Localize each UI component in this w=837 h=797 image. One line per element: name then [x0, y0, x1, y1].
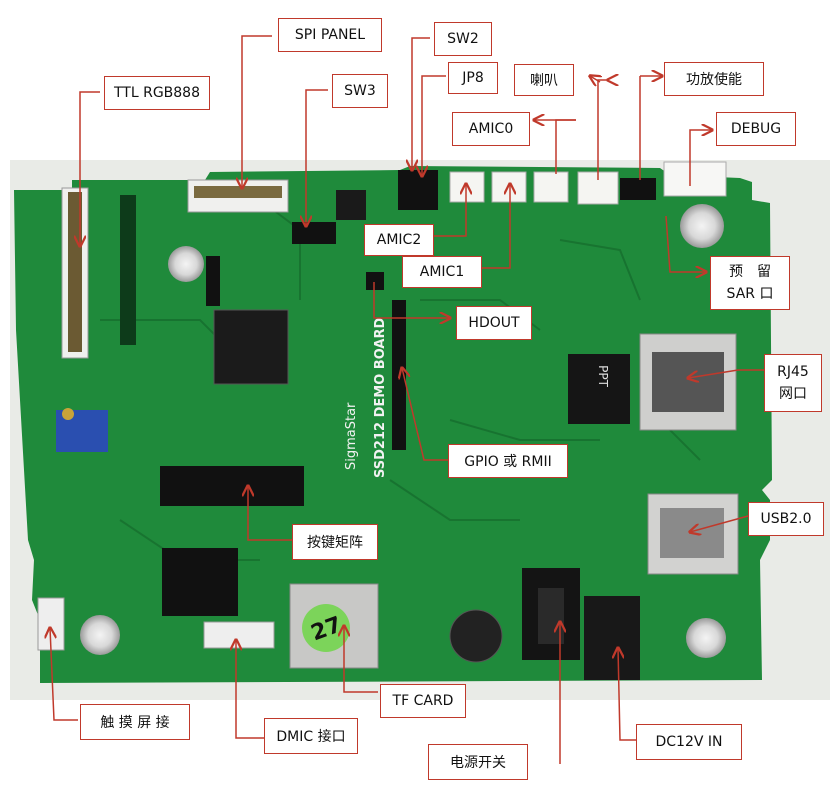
label-tf-card: TF CARD — [380, 684, 466, 718]
mounting-hole — [680, 204, 724, 248]
label-text: TF CARD — [392, 693, 454, 709]
small-ic — [336, 190, 366, 220]
sw3-jumper — [292, 222, 336, 244]
label-text: JP8 — [462, 70, 484, 86]
pin-header-block — [162, 548, 238, 616]
amic1-connector — [491, 171, 527, 203]
dc12v-jack — [584, 596, 640, 680]
label-text: 喇叭 — [530, 73, 558, 89]
label-speaker: 喇叭 — [514, 64, 574, 96]
mounting-hole — [686, 618, 726, 658]
silkscreen-brand: SigmaStar — [344, 402, 359, 470]
label-sw3: SW3 — [332, 74, 388, 108]
label-text: SPI PANEL — [294, 27, 366, 43]
label-text-line1: RJ45 — [777, 364, 809, 380]
label-sw2: SW2 — [434, 22, 492, 56]
label-text: TTL RGB888 — [113, 85, 200, 101]
transformer-marking: PPT — [596, 365, 610, 387]
label-text: SW3 — [344, 83, 376, 99]
label-text: DEBUG — [730, 121, 782, 137]
tf-card-sticker — [302, 604, 350, 652]
label-dc12v: DC12V IN — [636, 724, 742, 760]
amic2-connector — [449, 171, 485, 203]
ttl-connector-pins — [68, 192, 82, 352]
label-ttl-rgb888: TTL RGB888 — [104, 76, 210, 110]
label-text: DC12V IN — [655, 734, 723, 750]
label-touch-screen: 触 摸 屏 接 — [80, 704, 190, 740]
label-text: SW2 — [447, 31, 479, 47]
label-jp8: JP8 — [448, 62, 498, 94]
label-text-line2: SAR 口 — [726, 286, 774, 302]
label-hdout: HDOUT — [456, 306, 532, 340]
label-text: AMIC2 — [376, 232, 422, 248]
silkscreen-board-name: SSD212 DEMO BOARD — [373, 318, 388, 478]
amp-enable-jumper — [620, 178, 656, 200]
label-spi-panel: SPI PANEL — [278, 18, 382, 52]
trimmer-screw — [62, 408, 74, 420]
debug-connector — [663, 161, 727, 197]
key-matrix-header — [160, 466, 304, 506]
annotation-arrows — [50, 35, 764, 764]
ethernet-transformer — [568, 354, 630, 424]
label-text: DMIC 接口 — [276, 729, 346, 745]
label-debug: DEBUG — [716, 112, 796, 146]
usb-port-opening — [660, 508, 724, 558]
label-amic2: AMIC2 — [364, 224, 434, 256]
label-text-line2: 网口 — [779, 386, 807, 402]
label-text: AMIC0 — [468, 121, 514, 137]
dmic-connector — [203, 621, 275, 649]
label-text-line1: 预 留 — [729, 264, 771, 280]
label-text: 电源开关 — [450, 755, 506, 771]
label-amic1: AMIC1 — [402, 256, 482, 288]
label-text: 按键矩阵 — [307, 535, 363, 551]
rj45-opening — [652, 352, 724, 412]
label-amp-enable: 功放使能 — [664, 62, 764, 96]
pin-header — [206, 256, 220, 306]
ssd212-soc — [213, 309, 289, 385]
label-key-matrix: 按键矩阵 — [292, 524, 378, 560]
label-gpio-rmii: GPIO 或 RMII — [448, 444, 568, 478]
label-dmic: DMIC 接口 — [264, 718, 358, 754]
label-text: 触 摸 屏 接 — [100, 715, 170, 731]
electrolytic-capacitor — [449, 609, 503, 663]
label-text: HDOUT — [468, 315, 520, 331]
spi-panel-pins — [194, 186, 282, 198]
label-text: 功放使能 — [686, 72, 742, 88]
sw2-jp8-header — [398, 170, 438, 210]
amic0-connector — [533, 171, 569, 203]
label-text: GPIO 或 RMII — [464, 454, 552, 470]
label-usb2: USB2.0 — [748, 502, 824, 536]
hdout-header — [366, 272, 384, 290]
mounting-hole — [168, 246, 204, 282]
label-rj45: RJ45 网口 — [764, 354, 822, 412]
label-sar-port: 预 留 SAR 口 — [710, 256, 790, 310]
mounting-hole — [80, 615, 120, 655]
label-amic0: AMIC0 — [452, 112, 530, 146]
label-power-switch: 电源开关 — [428, 744, 528, 780]
pin-header-strip — [120, 195, 136, 345]
label-text: AMIC1 — [419, 264, 465, 280]
label-text: USB2.0 — [760, 511, 812, 527]
